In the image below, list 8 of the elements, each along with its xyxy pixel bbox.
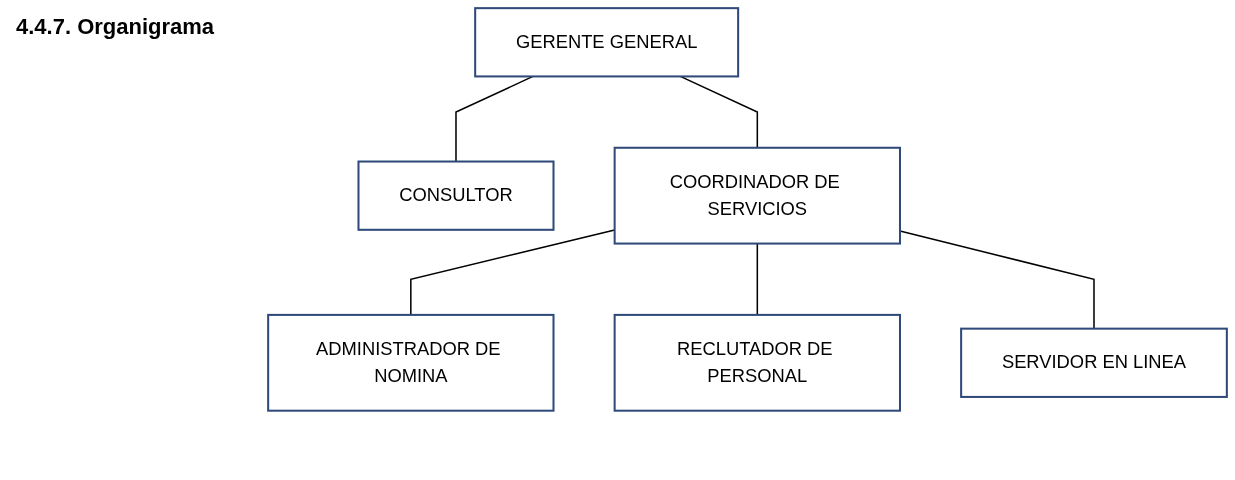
node-box [613,313,901,412]
node-box [474,7,740,78]
org-chart: GERENTE GENERAL CONSULTOR COORDINADOR DE SERVICIOS ADMINISTRADOR DE NOMINA RECLUTADOR DE PERSONAL SERVIDOR EN LINEA [260,0,1235,419]
node-box [613,146,901,245]
node-box [960,327,1228,398]
diagram-title: 4.4.7. Organigrama [16,14,215,40]
node-box [357,160,555,231]
node-box [267,313,555,412]
